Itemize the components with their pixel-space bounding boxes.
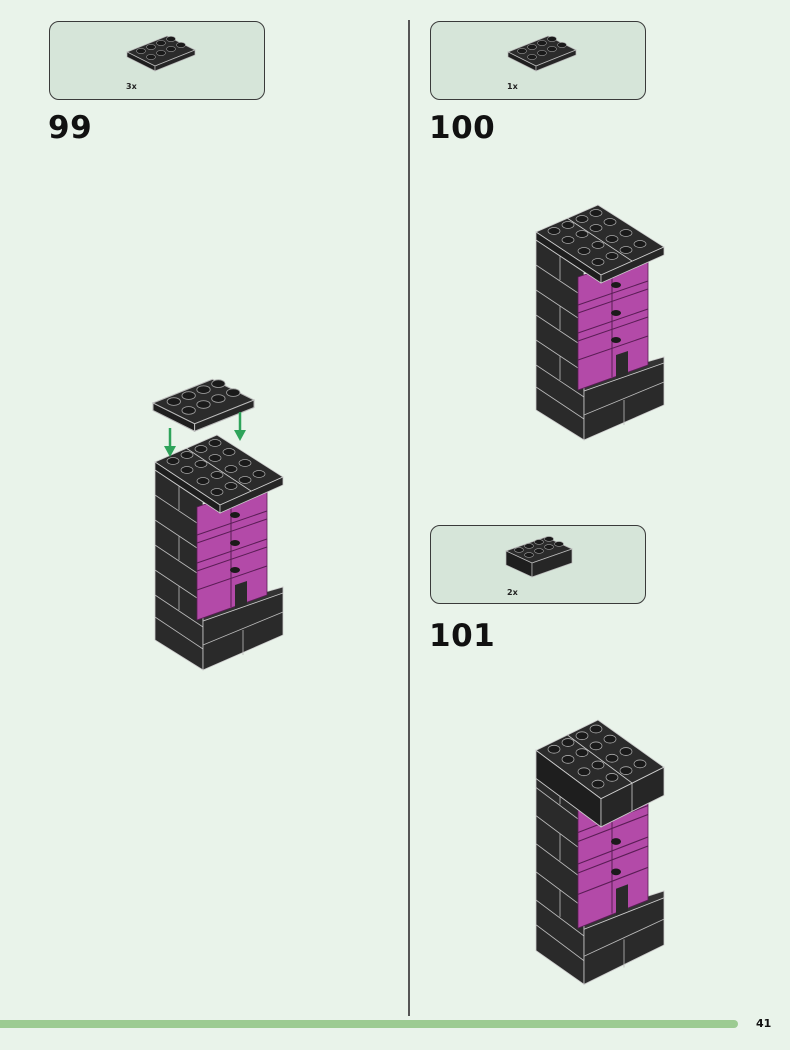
step-100-model <box>535 204 665 441</box>
parts-callout-100: 1x <box>430 21 646 100</box>
step-101-model <box>535 719 665 985</box>
brick-2x4-icon <box>505 536 573 578</box>
step-number-99: 99 <box>48 110 93 146</box>
plate-2x4-icon <box>126 35 196 72</box>
plate-2x4-icon <box>507 35 577 72</box>
page-footer-bar <box>0 1020 738 1028</box>
part-quantity: 3x <box>126 82 137 91</box>
parts-callout-99: 3x <box>49 21 265 100</box>
step-number-101: 101 <box>429 618 496 654</box>
column-divider <box>408 20 410 1016</box>
parts-callout-101: 2x <box>430 525 646 604</box>
page-number: 41 <box>756 1017 772 1030</box>
part-quantity: 2x <box>507 588 518 597</box>
part-quantity: 1x <box>507 82 518 91</box>
step-number-100: 100 <box>429 110 496 146</box>
down-arrow-icon <box>234 412 246 441</box>
down-arrow-icon <box>164 428 176 457</box>
step-99-model <box>154 434 284 671</box>
